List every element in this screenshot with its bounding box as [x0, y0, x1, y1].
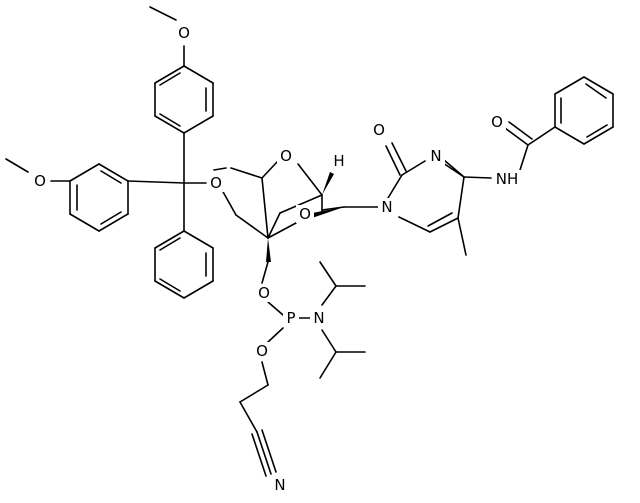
svg-text:N: N [430, 147, 441, 165]
bond-c2-o-double [391, 142, 407, 172]
bond-carbonyl-o-double [508, 121, 533, 140]
atom-label-o-phosphite2: O [253, 342, 271, 360]
benzoyl-phenyl-ring [554, 76, 614, 145]
bond-trityl-left [127, 180, 185, 184]
bond-n-ipr2 [321, 329, 337, 353]
svg-text:NH: NH [496, 170, 519, 188]
bond-c5-methyl [457, 217, 467, 256]
pyrimidine-ring [387, 159, 465, 233]
bond-ome2-methyl [5, 158, 29, 173]
atom-label-nh: NH [492, 170, 522, 188]
bond-p-op2 [267, 327, 284, 343]
top-anisyl-ring [154, 65, 214, 134]
bond-n-ipr1 [321, 285, 337, 306]
bond-ch2-cn [239, 401, 258, 433]
bond-c-n-triple-b [261, 429, 277, 473]
svg-text:O: O [299, 205, 311, 223]
atom-label-o-ome2: O [31, 172, 49, 190]
atom-label-n1: N [378, 198, 396, 216]
atom-label-o-trityl: O [207, 174, 225, 192]
bond-ome1-methyl [149, 6, 177, 21]
svg-text:N: N [274, 476, 285, 494]
atom-label-o-phosphite1: O [255, 284, 273, 302]
atom-label-o-sugar2: O [296, 205, 314, 223]
svg-text:O: O [491, 113, 503, 131]
bond-op2-ch2 [261, 361, 269, 386]
bicyclic-sugar-core [213, 161, 379, 262]
svg-text:O: O [280, 147, 292, 165]
bond-op1-p [267, 301, 284, 316]
bond-carbonyl-o [504, 127, 529, 146]
svg-text:O: O [256, 342, 268, 360]
bond-c-n-triple-c [251, 433, 267, 477]
atom-label-n-amine: N [310, 309, 328, 327]
svg-text:N: N [381, 198, 392, 216]
bond-ch2-ch2 [239, 384, 269, 403]
bond-ipr1-me1 [319, 261, 337, 287]
atom-label-o-ome1: O [175, 24, 193, 42]
bond-c4-nh [463, 176, 492, 179]
atom-label-p: P [283, 309, 299, 327]
bond-c2-o [385, 145, 401, 176]
atom-label-h-anomeric: H [331, 152, 347, 170]
svg-text:O: O [34, 172, 46, 190]
svg-text:O: O [258, 284, 270, 302]
svg-text:H: H [333, 152, 344, 170]
bond-sugar-op1 [261, 261, 269, 284]
atom-label-n-nitrile: N [271, 476, 289, 494]
bond-c-n-triple-a [256, 431, 272, 475]
atom-label-o-benzoyl: O [488, 113, 506, 131]
trityl-phenyl-ring [154, 230, 214, 299]
svg-text:P: P [286, 309, 295, 327]
left-anisyl-ring [69, 163, 129, 232]
bond-nh-carbonyl [519, 144, 529, 171]
atom-label-o-c2: O [370, 121, 388, 139]
bond-carbonyl-ring [527, 126, 556, 146]
svg-text:N: N [313, 309, 324, 327]
svg-text:O: O [210, 174, 222, 192]
bond-ipr2-me2 [319, 351, 337, 379]
svg-text:O: O [373, 121, 385, 139]
atom-label-n3: N [427, 147, 445, 165]
svg-text:O: O [178, 24, 190, 42]
atom-label-o-sugar1: O [277, 147, 295, 165]
